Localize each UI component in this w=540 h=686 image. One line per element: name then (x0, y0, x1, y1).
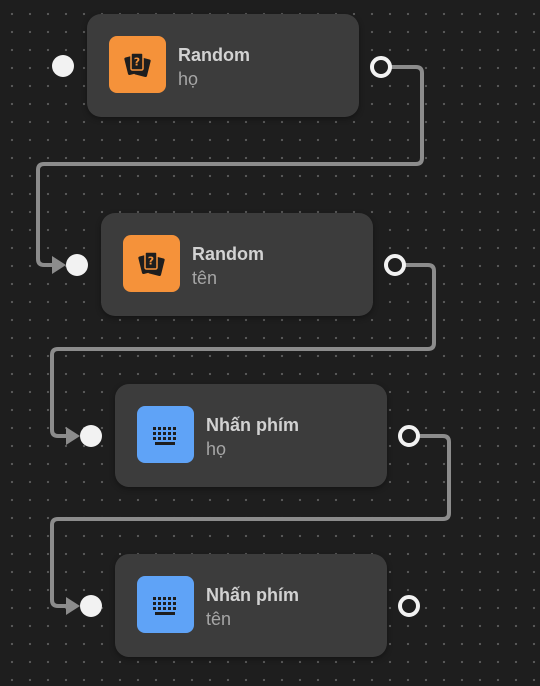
connector-2-to-3[interactable] (50, 263, 436, 438)
node-subtitle: họ (206, 439, 227, 459)
node-subtitle: tên (206, 609, 232, 629)
connector-arrow-2 (52, 256, 66, 274)
connector-arrow-3 (66, 427, 80, 445)
connector-1-to-2[interactable] (36, 65, 424, 267)
keyboard-icon (137, 576, 194, 633)
svg-text:?: ? (147, 254, 153, 267)
connector-arrow-4 (66, 597, 80, 615)
node-2-input-port[interactable] (66, 254, 88, 276)
node-subtitle: họ (178, 69, 199, 89)
node-title: Random (178, 45, 250, 65)
node-title: Nhấn phím (206, 415, 299, 435)
node-2-output-port[interactable] (384, 254, 406, 276)
node-1-input-port[interactable] (52, 55, 74, 77)
cards-icon: ? (123, 235, 180, 292)
node-nhan-phim-ho[interactable]: Nhấn phím họ (115, 384, 387, 487)
node-random-ho[interactable]: ? Random họ (87, 14, 359, 117)
keyboard-icon (137, 406, 194, 463)
svg-text:?: ? (133, 55, 139, 68)
cards-icon: ? (109, 36, 166, 93)
node-1-output-port[interactable] (370, 56, 392, 78)
node-title: Nhấn phím (206, 585, 299, 605)
node-3-input-port[interactable] (80, 425, 102, 447)
connector-3-to-4[interactable] (50, 434, 451, 608)
node-subtitle: tên (192, 268, 218, 288)
node-4-output-port[interactable] (398, 595, 420, 617)
node-random-ten[interactable]: ? Random tên (101, 213, 373, 316)
node-4-input-port[interactable] (80, 595, 102, 617)
node-title: Random (192, 244, 264, 264)
node-3-output-port[interactable] (398, 425, 420, 447)
node-nhan-phim-ten[interactable]: Nhấn phím tên (115, 554, 387, 657)
